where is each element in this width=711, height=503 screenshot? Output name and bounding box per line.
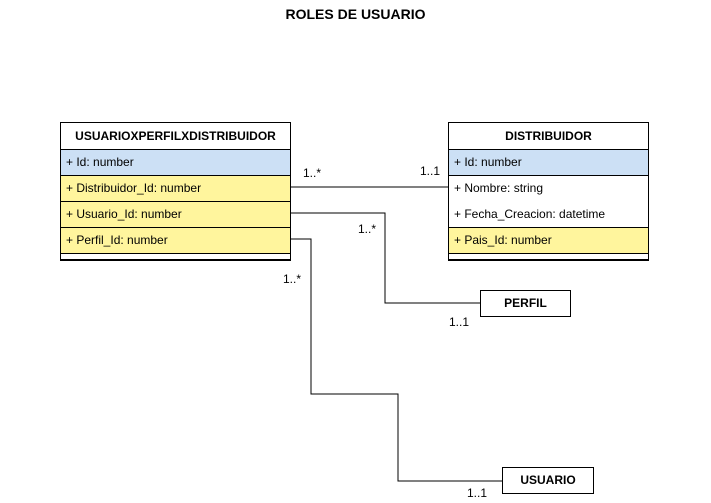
entity-header: USUARIOXPERFILXDISTRIBUIDOR	[61, 123, 290, 150]
multiplicity-perfil-one: 1..1	[449, 315, 470, 329]
field-fecha-creacion: + Fecha_Creacion: datetime	[449, 202, 648, 228]
entity-distribuidor[interactable]: DISTRIBUIDOR + Id: number + Nombre: stri…	[448, 122, 649, 261]
field-distribuidor-id: + Distribuidor_Id: number	[61, 176, 290, 202]
entity-perfil[interactable]: PERFIL	[480, 290, 571, 317]
entity-methods-compartment	[449, 254, 648, 260]
multiplicity-distribuidor-many: 1..*	[303, 166, 322, 180]
multiplicity-distribuidor-one: 1..1	[420, 164, 441, 178]
connector-perfil	[290, 212, 481, 304]
multiplicity-usuario-many: 1..*	[283, 272, 302, 286]
field-nombre: + Nombre: string	[449, 176, 648, 202]
multiplicity-usuario-one: 1..1	[467, 486, 488, 500]
entity-methods-compartment	[61, 254, 290, 260]
field-perfil-id: + Perfil_Id: number	[61, 228, 290, 254]
field-id: + Id: number	[449, 150, 648, 176]
entity-usuario[interactable]: USUARIO	[502, 467, 594, 494]
connector-usuario	[290, 238, 503, 482]
entity-header: DISTRIBUIDOR	[449, 123, 648, 150]
multiplicity-perfil-many: 1..*	[358, 222, 377, 236]
field-pais-id: + Pais_Id: number	[449, 228, 648, 254]
diagram-title: ROLES DE USUARIO	[285, 6, 426, 22]
field-id: + Id: number	[61, 150, 290, 176]
entity-usuarioxperfilxdistribuidor[interactable]: USUARIOXPERFILXDISTRIBUIDOR + Id: number…	[60, 122, 291, 261]
field-usuario-id: + Usuario_Id: number	[61, 202, 290, 228]
